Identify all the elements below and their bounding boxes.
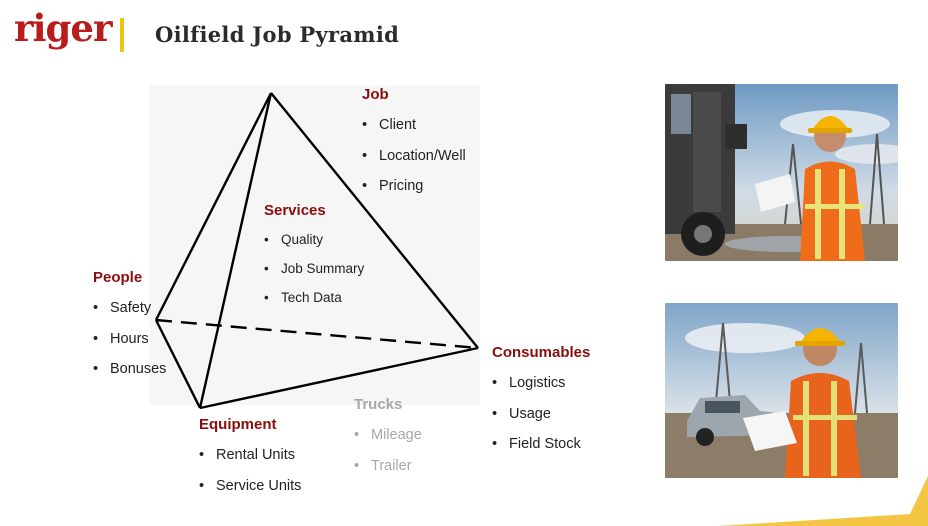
riger-logo: riger (14, 10, 112, 47)
header-divider (120, 18, 124, 52)
equipment-heading: Equipment (199, 416, 277, 433)
consumables-list: Logistics Usage Field Stock (492, 368, 581, 460)
photo-worker-truck (665, 84, 898, 261)
edge-apex-consumables (270, 92, 479, 349)
list-item: Job Summary (264, 254, 364, 283)
list-item: Usage (492, 399, 581, 430)
list-item: Tech Data (264, 283, 364, 312)
services-heading: Services (264, 202, 326, 219)
footer-accent (718, 476, 928, 526)
list-item: Trailer (354, 451, 422, 482)
people-heading: People (93, 269, 143, 286)
logo-text: riger (14, 6, 112, 50)
edge-equipment-consumables (199, 346, 479, 410)
list-item: Location/Well (362, 141, 466, 172)
trucks-heading: Trucks (354, 396, 403, 413)
people-list: Safety Hours Bonuses (93, 293, 166, 385)
list-item: Bonuses (93, 354, 166, 385)
photo-worker-pickup (665, 303, 898, 478)
list-item: Safety (93, 293, 166, 324)
list-item: Service Units (199, 471, 301, 502)
list-item: Hours (93, 324, 166, 355)
copyright-text: © 2012-2025 RigER Corporation. All right… (722, 510, 883, 517)
list-item: Field Stock (492, 429, 581, 460)
trucks-list: Mileage Trailer (354, 420, 422, 481)
edge-apex-equipment (198, 92, 273, 409)
list-item: Mileage (354, 420, 422, 451)
edge-apex-people (154, 92, 273, 321)
list-item: Logistics (492, 368, 581, 399)
equipment-list: Rental Units Service Units (199, 440, 301, 501)
services-list: Quality Job Summary Tech Data (264, 225, 364, 312)
edge-people-consumables-hidden (155, 318, 479, 350)
list-item: Quality (264, 225, 364, 254)
job-list: Client Location/Well Pricing (362, 110, 466, 202)
list-item: Client (362, 110, 466, 141)
list-item: Rental Units (199, 440, 301, 471)
consumables-heading: Consumables (492, 344, 591, 361)
list-item: Pricing (362, 171, 466, 202)
job-heading: Job (362, 86, 389, 103)
page-title: Oilfield Job Pyramid (155, 22, 400, 47)
